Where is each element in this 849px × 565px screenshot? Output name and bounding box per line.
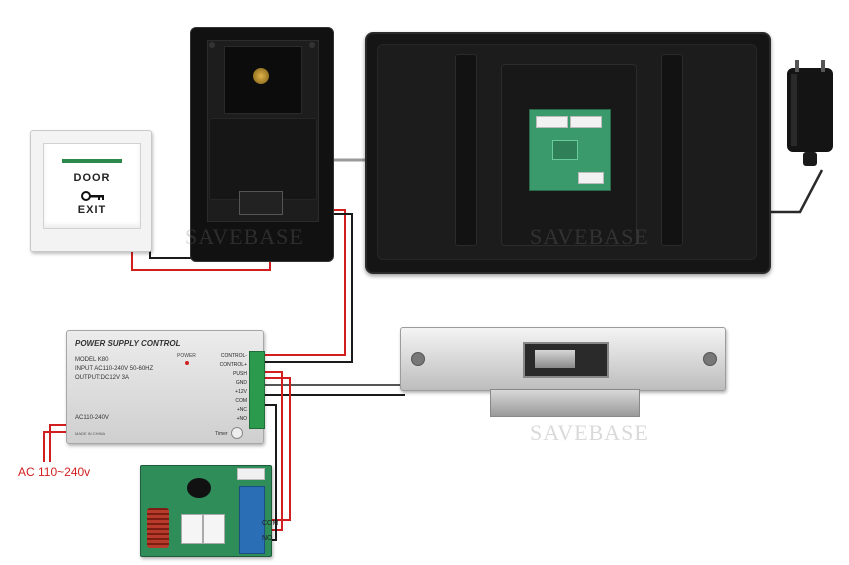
monitor-mount-bracket-right xyxy=(661,54,683,246)
psu-terminal-block xyxy=(249,351,265,429)
psu-ac-label: AC110-240V xyxy=(75,415,109,421)
watermark: SAVEBASE xyxy=(530,224,649,249)
relay-board-relay xyxy=(181,514,203,544)
outdoor-unit-mounting-hole xyxy=(209,42,215,48)
exit-button-line2: EXIT xyxy=(77,204,107,216)
monitor-mount-bracket-left xyxy=(455,54,477,246)
relay-com-label: COM xyxy=(262,520,279,527)
psu-terminal-label: +NC xyxy=(236,407,247,413)
psu-terminal-label: GND xyxy=(235,380,247,386)
watermark: SAVEBASE xyxy=(530,420,649,445)
power-adapter xyxy=(785,60,835,172)
psu-terminal-label: CONTROL+ xyxy=(219,362,247,368)
psu-made-in: MADE IN CHINA xyxy=(75,431,106,436)
lock-latch-keeper xyxy=(535,350,575,368)
relay-red-wire-2 xyxy=(262,377,291,521)
psu-input: INPUT AC110-240V 50-60HZ xyxy=(75,366,154,372)
ac-input-label: AC 110~240v xyxy=(18,465,91,479)
screw-icon xyxy=(253,68,269,84)
key-icon xyxy=(81,188,105,201)
monitor-board-connector xyxy=(570,116,602,128)
exit-button-face: DOOR EXIT xyxy=(43,143,141,229)
psu-terminal-label: +12V xyxy=(235,389,247,395)
watermark: SAVEBASE xyxy=(185,224,304,249)
relay-black-wire xyxy=(262,404,277,541)
outdoor-unit-bottom-panel xyxy=(209,118,317,200)
outdoor-unit-connector xyxy=(239,191,283,215)
psu-timer-knob xyxy=(231,427,243,439)
psu-terminal-label: COM xyxy=(235,398,247,404)
psu-power-led xyxy=(185,361,189,365)
psu-terminal-label: PUSH xyxy=(233,371,247,377)
relay-board-connector xyxy=(237,468,265,480)
monitor-board-chip xyxy=(552,140,578,160)
psu-model: MODEL K80 xyxy=(75,357,109,363)
relay-no-label: NO xyxy=(262,535,273,542)
electric-strike-lock xyxy=(400,327,726,391)
psu-output: OUTPUT:DC12V 3A xyxy=(75,375,130,381)
monitor-board-connector xyxy=(536,116,568,128)
relay-board-component xyxy=(187,478,211,498)
psu-timer-label: Timer xyxy=(215,431,228,437)
monitor-circuit-board xyxy=(529,109,611,191)
relay-board-relay xyxy=(203,514,225,544)
psu-terminal-label: CONTROL- xyxy=(220,353,247,359)
power-supply-control: POWER SUPPLY CONTROL POWER MODEL K80 INP… xyxy=(66,330,265,444)
relay-board-antenna-coil xyxy=(147,508,169,548)
exit-button-line1: DOOR xyxy=(73,172,111,184)
monitor-board-connector xyxy=(578,172,604,184)
psu-power-led-label: POWER xyxy=(177,353,196,359)
relay-board-terminal-block xyxy=(239,486,265,554)
exit-button-device: DOOR EXIT xyxy=(30,130,152,252)
outdoor-unit-rear xyxy=(190,27,334,262)
exit-button-green-bar xyxy=(62,159,122,163)
psu-title: POWER SUPPLY CONTROL xyxy=(75,339,181,348)
psu-terminal-label: +NO xyxy=(236,416,247,422)
psu-terminal-labels: CONTROL- CONTROL+ PUSH GND +12V COM +NC … xyxy=(211,353,247,425)
electric-strike-body xyxy=(490,389,640,417)
indoor-monitor-rear xyxy=(365,32,771,274)
lock-screw-hole xyxy=(411,352,425,366)
wireless-relay-board xyxy=(140,465,272,557)
outdoor-unit-mounting-hole xyxy=(309,42,315,48)
lock-screw-hole xyxy=(703,352,717,366)
